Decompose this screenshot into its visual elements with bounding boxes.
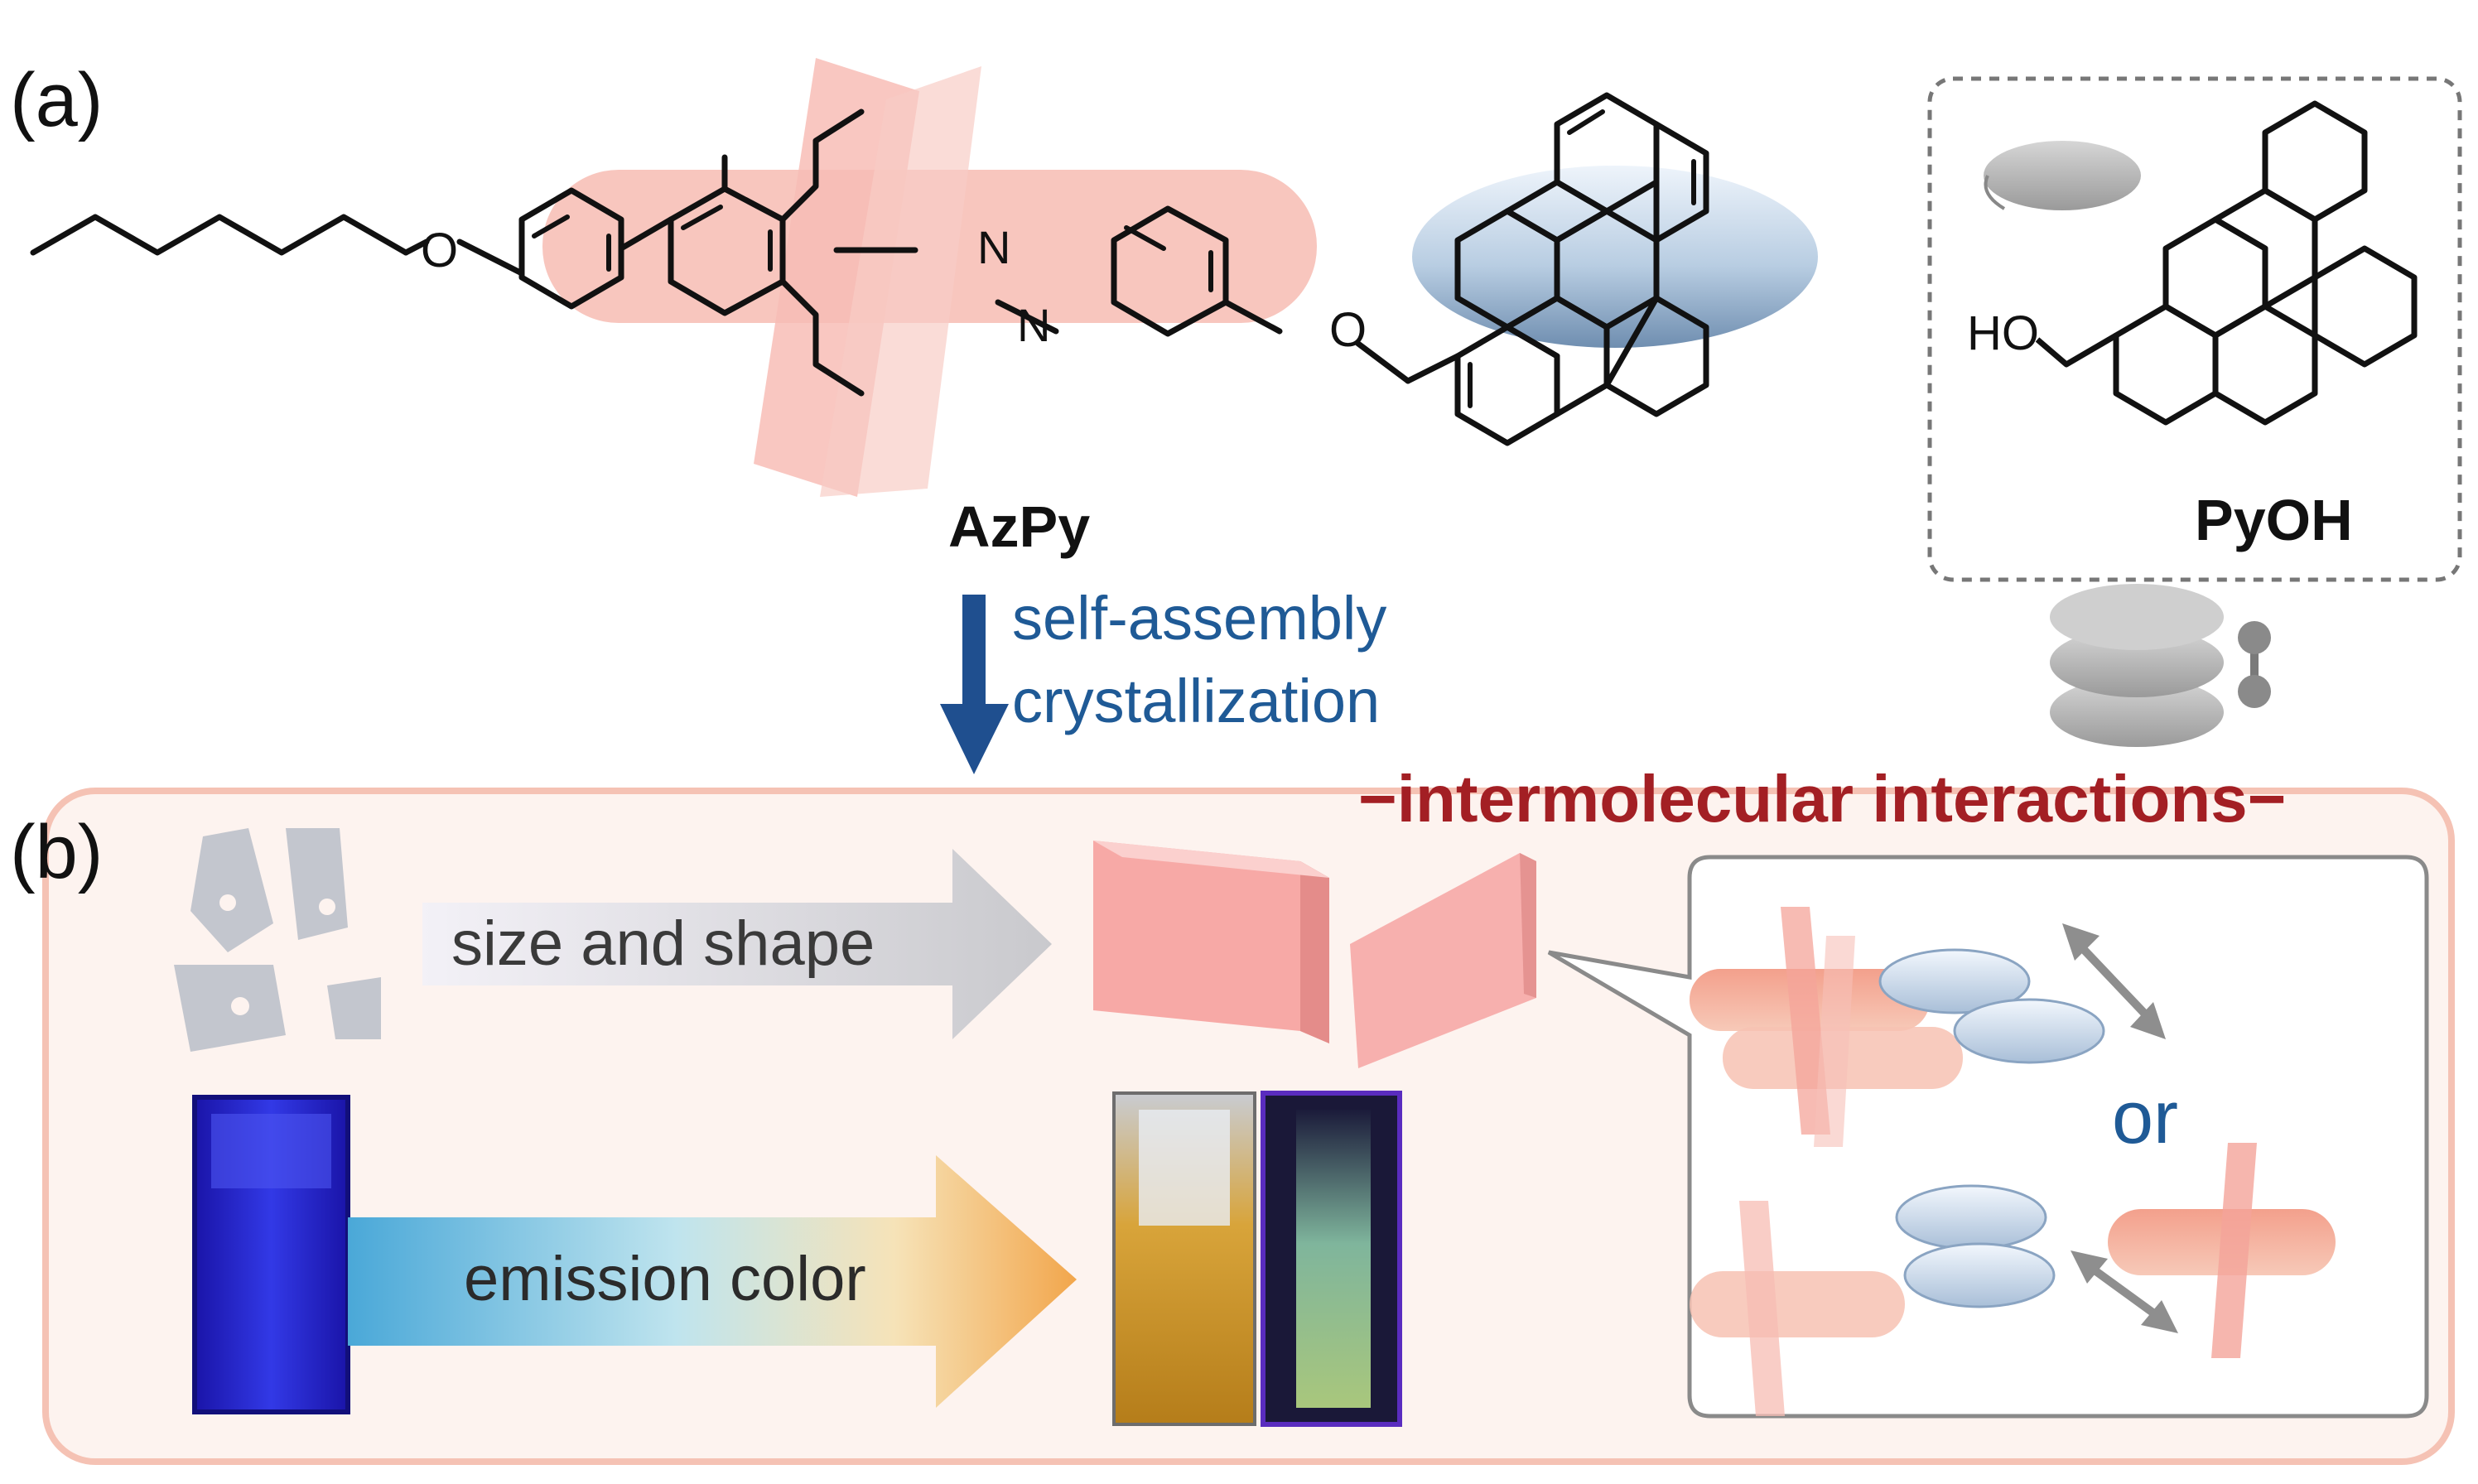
pyoh-label: PyOH bbox=[2195, 488, 2353, 552]
pyoh-box bbox=[1927, 76, 2462, 582]
process-line-1: self-assembly bbox=[1012, 584, 1386, 653]
packing-motif-bottom bbox=[1690, 1143, 2336, 1416]
process-line-2: crystallization bbox=[1012, 667, 1380, 735]
crystal-fragments-icon bbox=[174, 828, 381, 1052]
pyoh-structure bbox=[2035, 100, 2418, 426]
atom-o-right: O bbox=[1329, 303, 1367, 357]
azpy-double-bonds bbox=[532, 109, 1696, 408]
crystal-cuvette-green bbox=[1261, 1091, 1402, 1427]
atom-n-lower: N bbox=[1017, 299, 1050, 351]
emission-color-label: emission color bbox=[464, 1244, 866, 1314]
interactions-title: −intermolecular interactions− bbox=[1358, 762, 2286, 836]
azpy-highlight bbox=[542, 58, 1317, 497]
self-assembly-arrow bbox=[940, 595, 1009, 774]
atom-o-left: O bbox=[421, 224, 458, 277]
pyrene-disk-ellipse bbox=[1412, 166, 1818, 348]
crystal-cuvette-yellow bbox=[1112, 1091, 1256, 1426]
size-shape-arrow bbox=[422, 849, 1052, 1039]
azpy-label: AzPy bbox=[948, 494, 1090, 559]
stacked-disks-icon bbox=[2050, 584, 2271, 747]
or-label: or bbox=[2112, 1077, 2178, 1159]
hydroxyl-label: HO bbox=[1967, 306, 2039, 360]
panel-a-label: (a) bbox=[10, 58, 103, 142]
atom-n-upper: N bbox=[977, 221, 1010, 273]
packing-motif-top bbox=[1690, 907, 2166, 1147]
emission-color-arrow bbox=[348, 1155, 1077, 1408]
solution-cuvette-blue bbox=[192, 1095, 350, 1414]
size-shape-label: size and shape bbox=[451, 908, 875, 979]
crystal-plates-icon bbox=[1093, 841, 1536, 1068]
azpy-structure bbox=[30, 92, 1709, 446]
grey-disk-icon bbox=[1984, 141, 2141, 210]
panel-b-label: (b) bbox=[10, 810, 103, 894]
